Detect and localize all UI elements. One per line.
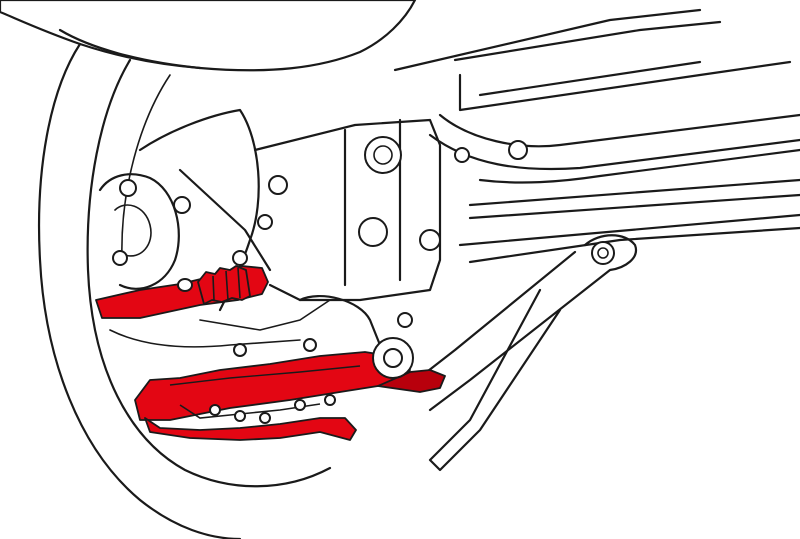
lower-arm-inboard-bolt	[383, 348, 403, 368]
knuckle-bolt-1	[119, 179, 137, 197]
subframe-mount-block	[253, 118, 442, 302]
bracket-bolt-6	[397, 312, 413, 328]
subframe-beam-2	[468, 178, 800, 207]
wheel-rim	[86, 58, 332, 488]
trailing-link-bushing	[591, 241, 615, 265]
knuckle-web	[178, 168, 272, 272]
lower-control-arm-bolt-4	[294, 399, 306, 411]
frame-rail-2	[453, 20, 722, 62]
upper-control-arm-boot-rib-3	[237, 267, 241, 299]
bracket-bolt-2	[257, 214, 273, 230]
knuckle-bolt-3	[112, 250, 128, 266]
lower-control-arm-body	[134, 351, 411, 421]
trailing-link-lower-edge	[428, 288, 562, 472]
hub-detail	[114, 204, 152, 257]
hub-housing	[98, 173, 180, 290]
subframe-beam-4	[458, 213, 800, 247]
lower-control-arm-rib-2	[169, 365, 361, 386]
frame-rail-5	[438, 113, 800, 148]
trailing-link-bushing-center	[597, 247, 609, 259]
trailing-link-lower	[408, 250, 577, 387]
frame-rail-3	[458, 60, 792, 112]
upper-control-arm	[95, 265, 269, 319]
lower-control-arm-web	[144, 417, 357, 441]
upper-control-arm-boot	[197, 265, 251, 305]
lower-control-arm	[134, 351, 446, 441]
subframe-beam-3	[468, 193, 800, 220]
lower-mount-bracket	[298, 295, 382, 347]
lower-control-arm-bolt-5	[324, 394, 336, 406]
fender-panel	[0, 0, 417, 72]
upper-control-arm-boot-rib-1	[212, 275, 215, 301]
bracket-bolt-1	[268, 175, 288, 195]
bracket-bolt-4	[454, 147, 470, 163]
upper-mount-bolt	[364, 136, 402, 174]
lower-control-arm-bolt-2	[234, 410, 246, 422]
trailing-link-upper	[428, 234, 638, 412]
upper-control-arm-boot-rib-2	[225, 270, 229, 301]
upper-control-arm-end-bolt	[177, 278, 193, 292]
tire-outer	[37, 42, 242, 539]
bracket-bolt-7	[303, 338, 317, 352]
frame-rail-4	[478, 60, 702, 97]
lower-control-arm-bolt-3	[259, 412, 271, 424]
frame-rail-6	[428, 133, 800, 171]
knuckle-lower	[199, 299, 331, 331]
upper-mount-bolt-center	[373, 145, 393, 165]
brake-line	[109, 329, 301, 348]
bracket-bolt-5	[508, 140, 528, 160]
lower-control-arm-bolt-1	[209, 404, 221, 416]
knuckle-bolt-4	[233, 343, 247, 357]
frame-rail-1	[393, 8, 702, 72]
knuckle-bolt-2	[173, 196, 191, 214]
wheel-rim-inner	[121, 74, 171, 261]
mid-mount-bolt	[358, 217, 388, 247]
subframe-beam-5	[468, 226, 800, 264]
subframe-beam-1	[478, 148, 800, 184]
fender-edge	[58, 28, 202, 70]
bracket-bolt-3	[232, 250, 248, 266]
subframe-bolt	[419, 229, 441, 251]
lower-control-arm-outer	[377, 369, 446, 393]
